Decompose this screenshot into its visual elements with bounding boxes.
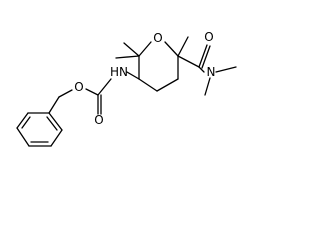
bond-carbonyl-oester (85, 88, 99, 96)
bond-c6-o1 (138, 41, 152, 57)
atom-labels: O O N HN O O (74, 30, 215, 127)
phenyl-bond-5 (16, 112, 29, 129)
molecule-svg: O O N HN O O (16, 30, 237, 147)
ring-oxygen-label: O (153, 31, 162, 45)
bond-c2-carbonyl (177, 55, 200, 68)
bond-n-methyl-down (204, 77, 211, 96)
phenyl-inner-double-1 (46, 116, 58, 131)
bond-c4-c5 (138, 78, 158, 92)
bond-oester-ch2 (58, 89, 73, 98)
amine-nh-label: HN (110, 65, 128, 79)
bond-nh-carbonyl (97, 78, 112, 96)
bond-carbonyl-n (198, 66, 205, 73)
phenyl-inner-double-3 (21, 116, 31, 129)
bond-c6-methyl-a (123, 42, 140, 57)
bond-c3-c4 (156, 78, 179, 92)
amide-oxygen-label: O (204, 30, 213, 44)
tetrahydropyran-ring (138, 41, 179, 92)
bond-amide-co-1 (198, 44, 208, 68)
phenyl-bond-4 (16, 127, 30, 147)
bond-amide-co-2 (201, 45, 211, 69)
carbamate-linker (48, 71, 140, 115)
amide-nitrogen-label: N (207, 65, 216, 79)
phenyl-bond-1 (48, 112, 63, 131)
carbamate-carbonyl-oxygen-label: O (94, 113, 103, 127)
bond-c2-methyl (177, 36, 189, 57)
bond-c6-methyl-b (115, 55, 140, 59)
bond-ch2-phenyl (48, 96, 60, 114)
phenyl-bond-2 (50, 129, 63, 147)
structure-diagram: O O N HN O O (16, 30, 237, 147)
bond-o1-c2 (164, 41, 179, 57)
bond-c5-nh (126, 71, 140, 80)
carbamate-ester-oxygen-label: O (74, 80, 83, 94)
dimethylcarboxamide (177, 44, 237, 96)
methyl-groups (115, 36, 189, 59)
bond-n-methyl-right (215, 66, 237, 73)
phenyl-ring (16, 112, 63, 147)
